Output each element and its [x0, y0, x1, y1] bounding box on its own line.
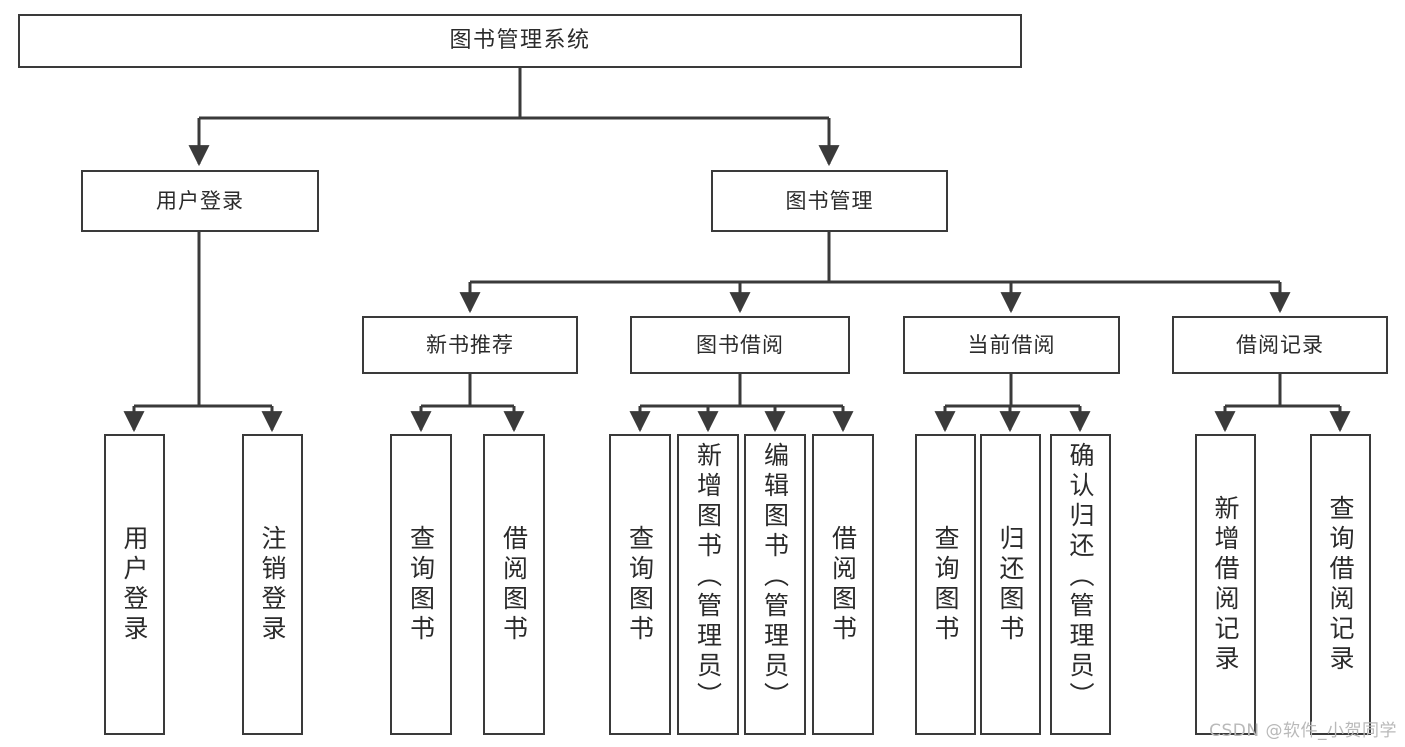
node-leaf-query-book-1-label: 查询图书 — [406, 524, 436, 645]
node-borrow-record-label: 借阅记录 — [1236, 332, 1324, 357]
node-leaf-return-book[interactable]: 归还图书 — [980, 434, 1041, 735]
node-leaf-edit-book[interactable]: 编辑图书（管理员） — [744, 434, 806, 735]
node-leaf-query-book-3-label: 查询图书 — [931, 524, 960, 645]
node-leaf-query-record[interactable]: 查询借阅记录 — [1310, 434, 1371, 735]
node-leaf-return-book-label: 归还图书 — [996, 524, 1025, 645]
node-leaf-query-book-2-label: 查询图书 — [625, 524, 655, 645]
node-leaf-confirm-return-label: 确认归还（管理员） — [1066, 442, 1095, 712]
node-leaf-query-book-1[interactable]: 查询图书 — [390, 434, 452, 735]
node-user-login[interactable]: 用户登录 — [81, 170, 319, 232]
node-book-borrow-label: 图书借阅 — [696, 332, 784, 357]
node-book-manage[interactable]: 图书管理 — [711, 170, 948, 232]
node-leaf-query-book-2[interactable]: 查询图书 — [609, 434, 671, 735]
node-leaf-add-record[interactable]: 新增借阅记录 — [1195, 434, 1256, 735]
node-new-book-recommend[interactable]: 新书推荐 — [362, 316, 578, 374]
node-current-borrow[interactable]: 当前借阅 — [903, 316, 1120, 374]
node-book-manage-label: 图书管理 — [785, 188, 874, 213]
node-leaf-user-login-label: 用户登录 — [120, 524, 149, 645]
node-borrow-record[interactable]: 借阅记录 — [1172, 316, 1388, 374]
node-book-borrow[interactable]: 图书借阅 — [630, 316, 850, 374]
csdn-watermark: CSDN @软件_小贺同学 — [1209, 721, 1397, 741]
node-leaf-user-login[interactable]: 用户登录 — [104, 434, 165, 735]
node-leaf-logout-label: 注销登录 — [258, 524, 287, 645]
node-leaf-add-record-label: 新增借阅记录 — [1211, 494, 1240, 675]
node-leaf-borrow-book-2-label: 借阅图书 — [828, 524, 858, 645]
node-leaf-add-book-label: 新增图书（管理员） — [693, 442, 723, 712]
node-leaf-logout[interactable]: 注销登录 — [242, 434, 303, 735]
node-root[interactable]: 图书管理系统 — [18, 14, 1022, 68]
node-leaf-query-record-label: 查询借阅记录 — [1326, 494, 1355, 675]
node-leaf-query-book-3[interactable]: 查询图书 — [915, 434, 976, 735]
node-leaf-borrow-book-1-label: 借阅图书 — [499, 524, 529, 645]
node-leaf-edit-book-label: 编辑图书（管理员） — [760, 442, 790, 712]
node-current-borrow-label: 当前借阅 — [967, 332, 1056, 357]
node-user-login-label: 用户登录 — [156, 188, 244, 213]
node-leaf-borrow-book-2[interactable]: 借阅图书 — [812, 434, 874, 735]
node-leaf-confirm-return[interactable]: 确认归还（管理员） — [1050, 434, 1111, 735]
node-root-label: 图书管理系统 — [449, 28, 591, 54]
node-leaf-borrow-book-1[interactable]: 借阅图书 — [483, 434, 545, 735]
node-new-book-recommend-label: 新书推荐 — [426, 332, 514, 357]
node-leaf-add-book[interactable]: 新增图书（管理员） — [677, 434, 739, 735]
